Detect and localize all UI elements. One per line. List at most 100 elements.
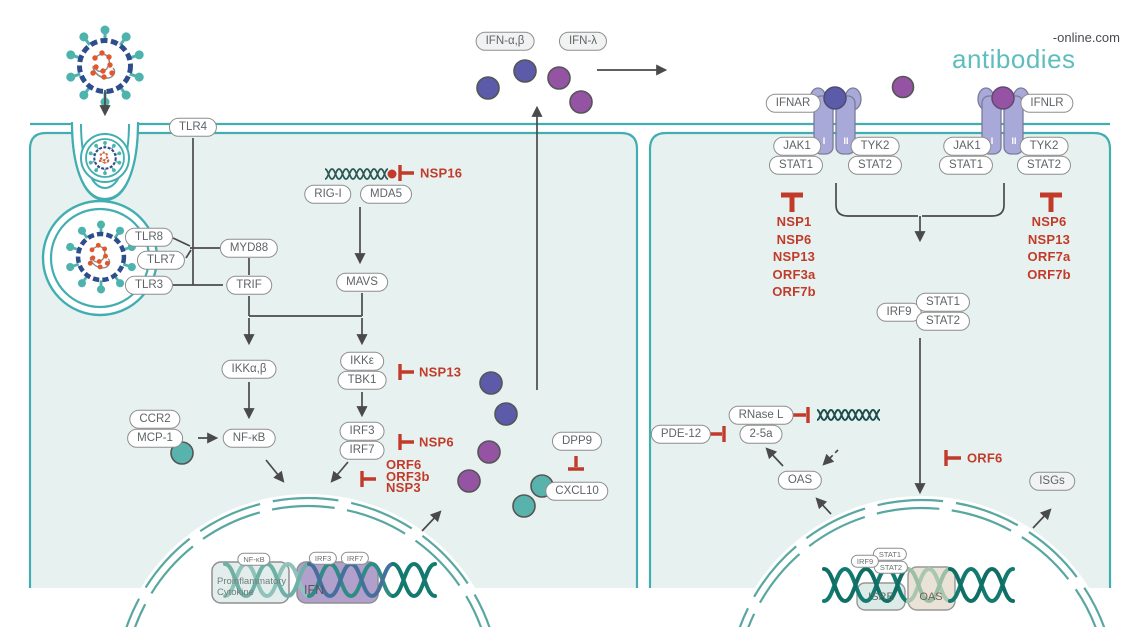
node-rnasel: RNase L — [728, 405, 794, 425]
ifn-lambda-ligand-icon — [991, 86, 1015, 110]
gene-label-ifn: IFN — [304, 583, 325, 597]
gene-label-isre: ISRE — [868, 591, 894, 603]
node-irf7: IRF7 — [339, 440, 385, 460]
label-ifn-lambda: IFN-λ — [558, 31, 608, 51]
node-pde12: PDE-12 — [650, 424, 712, 444]
inhibitor-orf6: ORF6 — [967, 450, 1003, 466]
node-irf3-nucleus: IRF3 — [308, 551, 338, 565]
node-jak1-ifnar: JAK1 — [773, 136, 821, 156]
node-stat1-ifnlr: STAT1 — [938, 155, 994, 175]
inhibition-bar-ifnar-block — [781, 192, 803, 212]
node-irf9: IRF9 — [876, 302, 922, 322]
inhibition-bars — [360, 165, 1062, 487]
node-stat2-complex: STAT2 — [915, 311, 971, 331]
node-irf3: IRF3 — [339, 421, 385, 441]
inhibition-bar-nsp6 — [398, 434, 414, 450]
ifn-lambda-molecule-icon — [891, 75, 915, 99]
inhibition-bar-irf-block — [360, 471, 376, 487]
viral-rna-icon — [816, 409, 881, 421]
node-nfkb-nucleus: NF-κB — [237, 552, 271, 566]
arrow-nucleus-export-left — [421, 510, 442, 532]
ifn-ab-molecule-icon — [513, 59, 537, 83]
right-cell — [648, 131, 1112, 588]
inhibition-bar-ifnlr-block — [1040, 192, 1062, 212]
cytokine-molecules — [170, 59, 915, 518]
node-cxcl10: CXCL10 — [545, 481, 609, 501]
inhibition-bar-orf6 — [944, 450, 961, 466]
node-myd88: MYD88 — [219, 238, 279, 258]
chemokine-molecule-icon — [512, 494, 536, 518]
dna-helix-right — [822, 566, 1015, 604]
svg-text:II: II — [843, 136, 848, 146]
node-jak1-ifnlr: JAK1 — [943, 136, 991, 156]
node-tlr3: TLR3 — [124, 275, 174, 295]
node-irf7-nucleus: IRF7 — [340, 551, 370, 565]
node-irf9-nucleus: IRF9 — [850, 554, 880, 568]
node-tlr4: TLR4 — [168, 117, 218, 137]
brand-logo: -online.com antibodies — [948, 28, 1120, 80]
svg-text:I: I — [823, 136, 826, 146]
inhibition-bar-dpp9 — [568, 456, 584, 471]
ifn-lambda-molecule-icon — [457, 469, 481, 493]
node-trif: TRIF — [226, 275, 272, 295]
node-tbk1: TBK1 — [337, 370, 387, 390]
node-tyk2-ifnlr: TYK2 — [1019, 136, 1069, 156]
inhibition-bar-rnasel — [793, 407, 810, 423]
node-tlr7: TLR7 — [136, 250, 186, 270]
inhibition-bar-nsp16 — [398, 165, 414, 181]
node-25a: 2-5a — [739, 424, 783, 444]
ifn-ab-molecule-icon — [479, 371, 503, 395]
svg-text:I: I — [991, 136, 994, 146]
ifn-lambda-molecule-icon — [569, 90, 593, 114]
node-ikkab: IKKα,β — [221, 359, 277, 379]
bracket-ifnar — [835, 183, 918, 217]
inhibition-bar-nsp13 — [398, 364, 414, 380]
bracket-ifnlr — [922, 183, 1005, 217]
inhibitor-ifnlr-block: NSP6 NSP13 ORF7a ORF7b — [1027, 213, 1071, 282]
arrow-oas-25a — [765, 447, 784, 467]
node-mavs: MAVS — [336, 272, 388, 292]
ifnlr-receptor-icon: I II — [977, 86, 1030, 155]
ifn-ab-molecule-icon — [476, 76, 500, 100]
inhibitor-ifnar-block: NSP1 NSP6 NSP13 ORF3a ORF7b — [772, 214, 816, 300]
node-tyk2-ifnar: TYK2 — [850, 136, 900, 156]
node-ccr2: CCR2 — [129, 409, 181, 429]
arrow-nucleus-oas — [815, 497, 832, 515]
ifn-ab-molecule-icon — [494, 402, 518, 426]
label-ifn-ab: IFN-α,β — [475, 31, 535, 51]
node-stat2-nucleus: STAT2 — [873, 560, 909, 574]
vesicle-icon — [80, 133, 130, 183]
node-stat1-ifnar: STAT1 — [768, 155, 824, 175]
node-mda5: MDA5 — [360, 184, 412, 204]
svg-text:II: II — [1011, 136, 1016, 146]
inhibitor-nsp13: NSP13 — [419, 364, 462, 380]
inhibitor-irf-block: ORF6 ORF3b NSP3 — [386, 456, 430, 495]
logo-brand: antibodies — [952, 44, 1076, 74]
arrow-isg-export — [1032, 508, 1052, 529]
node-dpp9: DPP9 — [551, 431, 603, 451]
inhibitor-nsp16: NSP16 — [420, 165, 463, 181]
node-isgs: ISGs — [1029, 471, 1075, 491]
node-nfkb: NF-κB — [222, 428, 276, 448]
ifn-lambda-molecule-icon — [477, 440, 501, 464]
node-tlr8: TLR8 — [124, 227, 174, 247]
arrow-nfkb-nucleus — [265, 459, 285, 483]
node-stat2-ifnlr: STAT2 — [1016, 155, 1072, 175]
node-stat1-complex: STAT1 — [915, 292, 971, 312]
node-ifnlr: IFNLR — [1020, 93, 1074, 113]
viral-rna-icon — [324, 168, 397, 180]
left-cell — [28, 131, 639, 588]
gene-label-oas: OAS — [919, 591, 943, 603]
arrow-rna-oas-dashed — [822, 449, 839, 466]
node-ifnar: IFNAR — [765, 93, 821, 113]
logo-domain: -online.com — [1052, 30, 1120, 45]
node-rigi: RIG-I — [304, 184, 352, 204]
plasma-membrane — [30, 122, 1110, 201]
gene-label-proinflammatory: Proinflammatory Cytokine — [217, 576, 287, 598]
ifn-lambda-molecule-icon — [547, 66, 571, 90]
node-stat2-ifnar: STAT2 — [847, 155, 903, 175]
signal-arrows — [99, 64, 1052, 532]
node-ikke: IKKε — [340, 351, 384, 371]
